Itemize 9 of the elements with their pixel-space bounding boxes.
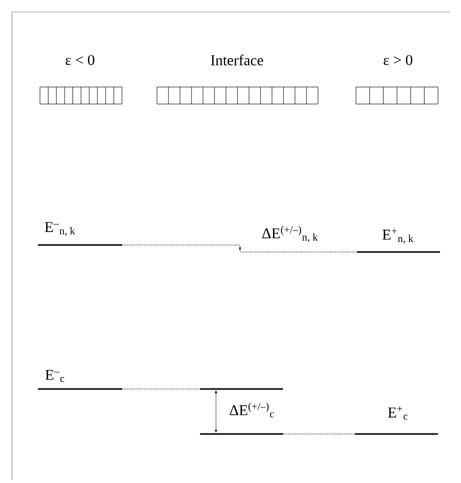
- level-label: E$^{+}$c: [388, 406, 408, 420]
- level-label: ε < 0: [66, 54, 94, 66]
- level-label: ε > 0: [384, 54, 412, 66]
- level-label: Interface: [210, 54, 264, 66]
- level-label: ΔE$^{(+/–)}$n, k: [262, 226, 318, 242]
- level-label: E$^{–}$n, k: [44, 222, 76, 236]
- level-label: E$^{+}$n, k: [382, 228, 414, 244]
- level-label: ΔE$^{(+/–)}$c: [230, 402, 274, 418]
- level-label: E$^{–}$c: [45, 370, 64, 382]
